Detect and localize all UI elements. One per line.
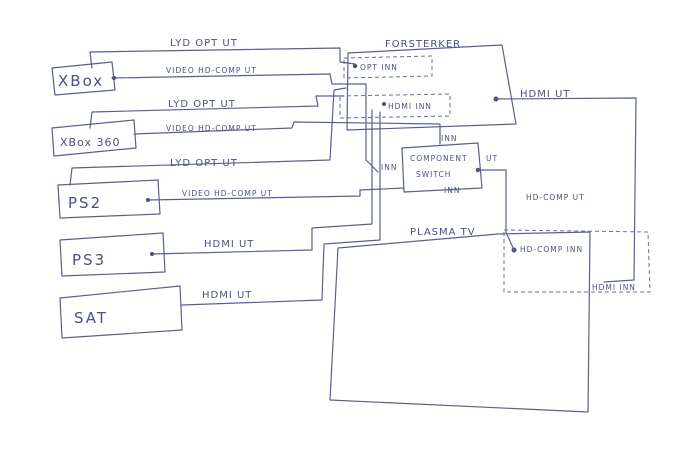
hdmi-inn-label: HDMI INN [388,102,432,111]
tv-label: PLASMA TV [410,227,476,238]
cable-amp-hdmi-out: HDMI UT [495,89,637,283]
cable-ps2-audio-label: LYD OPT UT [170,158,238,169]
xbox360-label: XBox 360 [60,136,120,149]
switch-ut-label: UT [486,154,498,163]
amplifier-box: FORSTERKER OPT INN HDMI INN [339,39,517,131]
switch-inn-left-label: INN [381,163,397,172]
xbox360-box: XBox 360 [51,119,137,157]
cable-x360-video-label: VIDEO HD-COMP UT [166,124,257,133]
switch-inn-bottom-label: INN [444,186,460,195]
xbox-box: XBox [51,61,116,96]
cable-switch-out-label: HD-COMP UT [526,193,585,202]
ps2-label: PS2 [68,194,102,212]
cable-sat-hdmi-label: HDMI UT [202,290,252,301]
hdmi-inn-port-frame [339,93,451,119]
opt-inn-port-frame [343,55,433,79]
sat-label: SAT [74,309,108,327]
cable-xbox-audio-label: LYD OPT UT [170,38,238,49]
tv-hdmi-inn-label: HDMI INN [592,283,636,292]
cable-amp-hdmi-out-label: HDMI UT [520,89,570,100]
cable-ps3-hdmi-label: HDMI UT [204,239,254,250]
tv-input-panel [503,229,651,293]
xbox-label: XBox [58,72,104,90]
cable-ps2-video: VIDEO HD-COMP UT [146,187,405,202]
switch-label-line2: SWITCH [416,170,451,179]
cable-x360-audio: LYD OPT UT [89,95,345,129]
cable-ps2-audio: LYD OPT UT [69,87,347,186]
cable-xbox-video: VIDEO HD-COMP UT [111,66,379,173]
ps3-label: PS3 [72,251,106,269]
tv-hd-comp-inn-label: HD-COMP INN [520,245,583,254]
cable-ps2-video-label: VIDEO HD-COMP UT [182,189,273,198]
cable-sat-hdmi: HDMI UT [181,111,381,306]
ps3-box: PS3 [59,232,166,277]
cable-x360-audio-label: LYD OPT UT [168,99,236,110]
amplifier-label: FORSTERKER [385,39,461,50]
opt-inn-port [352,63,358,69]
switch-label-line1: COMPONENT [410,154,468,163]
cable-switch-out: HD-COMP UT [477,169,585,251]
cable-ps3-hdmi: HDMI UT [150,109,373,256]
cable-xbox-audio: LYD OPT UT [89,38,356,69]
plasma-tv: PLASMA TV HD-COMP INN HDMI INN [329,227,651,413]
ps2-box: PS2 [57,179,161,219]
opt-inn-label: OPT INN [360,63,398,72]
switch-inn-top-label: INN [441,134,457,143]
cable-x360-video: VIDEO HD-COMP UT [133,121,441,145]
hdmi-inn-port [382,102,386,106]
cable-xbox-video-label: VIDEO HD-COMP UT [166,66,257,75]
sat-box: SAT [59,285,183,339]
